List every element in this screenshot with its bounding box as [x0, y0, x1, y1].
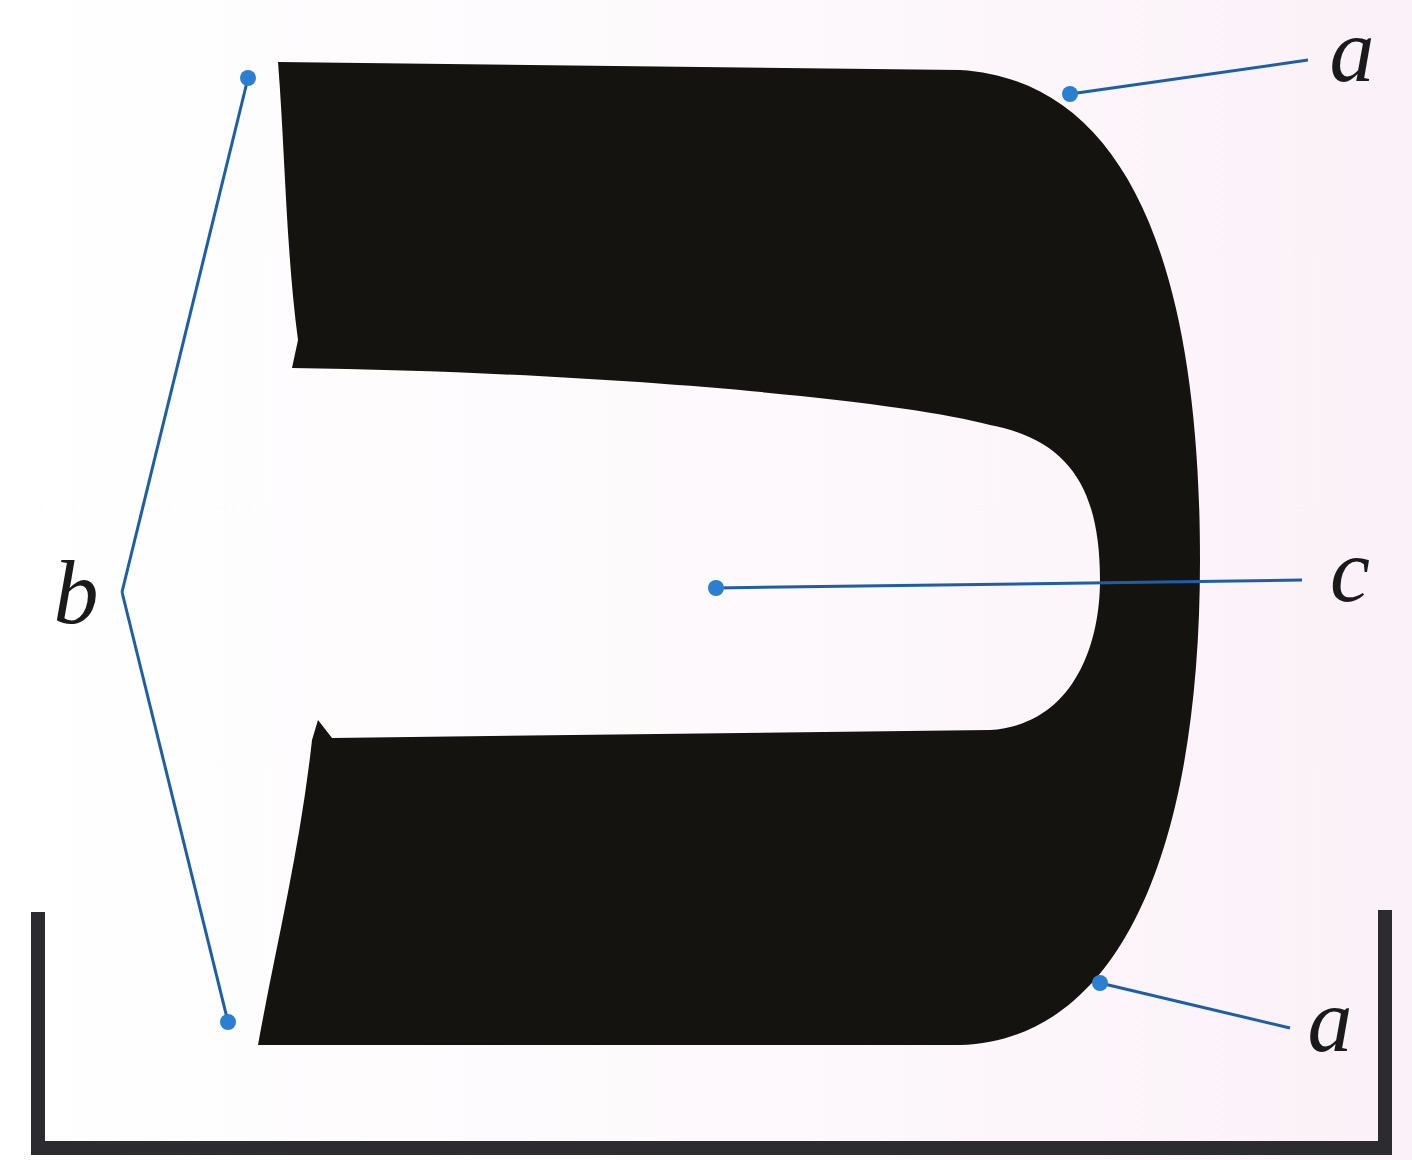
leader-line: [1070, 60, 1308, 94]
leader-line: [122, 592, 228, 1022]
leader-line: [1100, 983, 1290, 1028]
callout-letter: a: [1330, 6, 1375, 96]
leader-lines: [122, 60, 1308, 1028]
leader-dot: [1092, 975, 1108, 991]
leader-dot: [220, 1014, 236, 1030]
callout-letter: b: [54, 548, 99, 638]
callout-letter: c: [1330, 526, 1370, 616]
leader-line: [716, 580, 1302, 588]
leader-line: [122, 78, 248, 592]
leader-dot: [1062, 86, 1078, 102]
leader-dots: [220, 70, 1108, 1030]
horseshoe-magnet: [258, 62, 1200, 1045]
leader-dot: [708, 580, 724, 596]
callout-letter: a: [1308, 976, 1353, 1066]
leader-dot: [240, 70, 256, 86]
